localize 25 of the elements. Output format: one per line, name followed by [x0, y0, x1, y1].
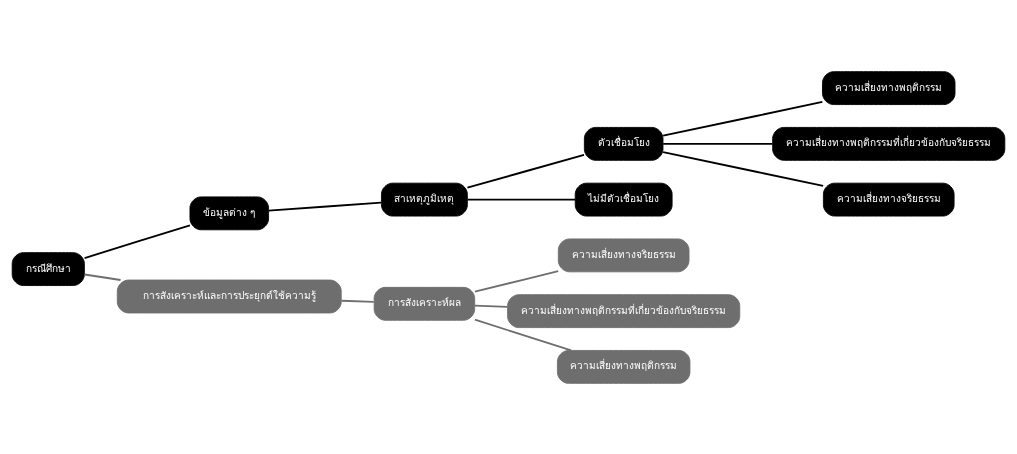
- node-box: กรณีศึกษา: [11, 251, 85, 286]
- node-box: ความเสี่ยงทางจริยธรรม: [557, 237, 690, 272]
- connector: [473, 304, 509, 308]
- node-box: ข้อมูลต่าง ๆ: [189, 195, 269, 230]
- node-box: ความเสี่ยงทางพฤติกรรม: [556, 349, 691, 384]
- node-box: ความเสี่ยงทางจริยธรรม: [822, 182, 955, 217]
- node-box: สาเหตุภูมิเหตุ: [381, 182, 468, 217]
- connector: [340, 299, 375, 303]
- connector: [662, 150, 825, 187]
- node-box: ความเสี่ยงทางพฤติกรรมที่เกี่ยวข้องกับจริยธรรม: [772, 126, 1006, 161]
- node-box: การสังเคราะห์ผล: [373, 286, 476, 321]
- connector: [83, 223, 191, 259]
- node-box: ตัวเชื่อมโยง: [583, 126, 664, 161]
- node-box: ความเสี่ยงทางพฤติกรรมที่เกี่ยวข้องกับจริยธรรม: [507, 293, 741, 328]
- connector: [466, 153, 585, 189]
- connector: [662, 100, 824, 137]
- connector: [662, 142, 774, 145]
- connector: [267, 201, 383, 212]
- connector: [83, 273, 122, 281]
- node-box: การสังเคราะห์และการประยุกต์ใช้ความรู้: [116, 279, 342, 313]
- connector: [473, 269, 560, 293]
- connector: [473, 318, 572, 351]
- connector: [466, 198, 577, 201]
- node-box: ไม่มีตัวเชื่อมโยง: [574, 182, 673, 217]
- node-box: ความเสี่ยงทางพฤติกรรม: [822, 70, 956, 105]
